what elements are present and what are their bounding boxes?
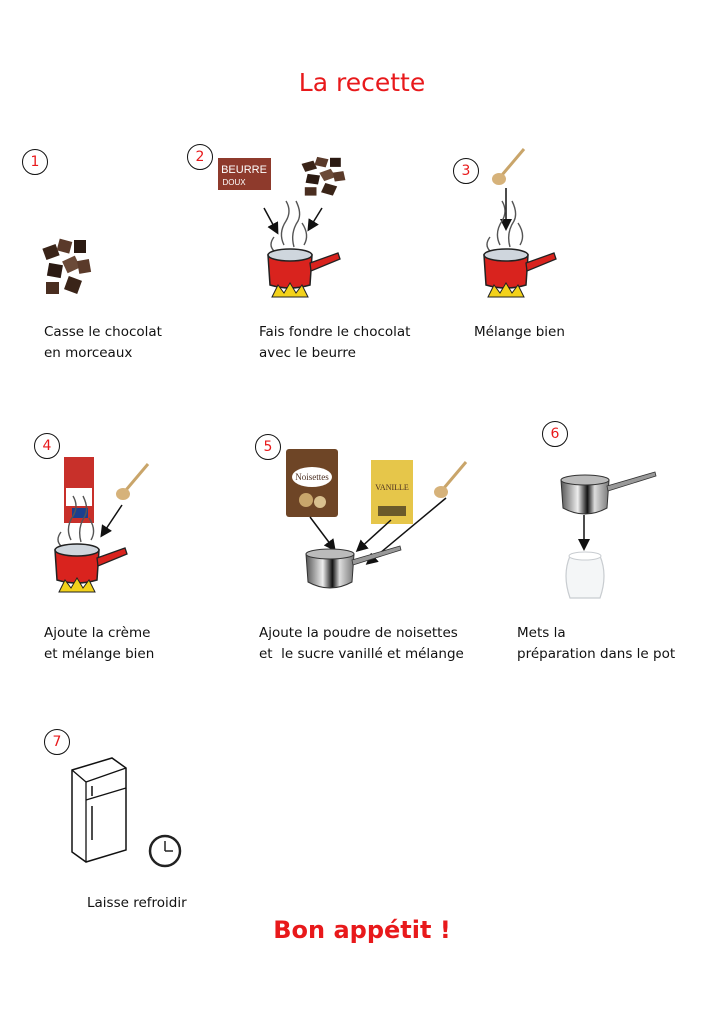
step-1-text: Casse le chocolat en morceaux	[44, 322, 162, 364]
step-text-line: Mets la	[517, 625, 566, 641]
step-text-line: avec le beurre	[259, 345, 356, 361]
cream-carton-image	[64, 457, 94, 523]
step-number-1: 1	[22, 149, 48, 175]
step-text-line: Ajoute la crème	[44, 625, 151, 641]
step-4-text: Ajoute la crème et mélange bien	[44, 623, 154, 665]
step-text-line: en morceaux	[44, 345, 133, 361]
butter-label: BEURRE	[221, 164, 267, 176]
step-number-6: 6	[542, 421, 568, 447]
fridge-image	[71, 757, 127, 863]
arrow	[307, 207, 323, 232]
hazelnut-powder-pack-image: Noisettes	[286, 449, 338, 517]
step-text-line: et le sucre vanillé et mélange	[259, 646, 464, 662]
step-text-line: et mélange bien	[44, 646, 155, 662]
step-text-line: Fais fondre le chocolat	[259, 324, 411, 340]
clock-icon	[148, 834, 182, 868]
step-text-line: Mélange bien	[474, 324, 565, 340]
butter-label-2: DOUX	[222, 178, 246, 187]
vanilla-label: VANILLE	[375, 483, 409, 492]
step-6-text: Mets la préparation dans le pot	[517, 623, 675, 665]
arrow	[355, 519, 392, 553]
steel-saucepan-image	[305, 545, 402, 589]
closing-message: Bon appétit !	[273, 916, 451, 944]
hazelnut-label: Noisettes	[295, 472, 329, 482]
wooden-spoon-image	[114, 462, 150, 502]
step-5-text: Ajoute la poudre de noisettes et le sucre…	[259, 623, 464, 665]
page-title: La recette	[298, 68, 426, 97]
wooden-spoon-image	[490, 147, 526, 187]
step-text-line: Ajoute la poudre de noisettes	[259, 625, 458, 641]
step-number-7: 7	[44, 729, 70, 755]
arrow	[263, 207, 279, 235]
chocolate-pieces-image	[301, 156, 346, 196]
step-number-3: 3	[453, 158, 479, 184]
step-number-5: 5	[255, 434, 281, 460]
butter-pack-image: BEURRE DOUX	[218, 158, 271, 190]
step-text-line: Laisse refroidir	[87, 895, 187, 911]
glass-jar-image	[565, 551, 605, 599]
arrow	[309, 516, 336, 552]
step-2-text: Fais fondre le chocolat avec le beurre	[259, 322, 410, 364]
arrow	[100, 504, 123, 538]
step-text-line: préparation dans le pot	[517, 646, 676, 662]
step-3-text: Mélange bien	[474, 322, 565, 343]
step-number-4: 4	[34, 433, 60, 459]
step-7-text: Laisse refroidir	[87, 893, 187, 914]
red-saucepan-on-fire-image	[267, 200, 341, 298]
wooden-spoon-image	[432, 460, 468, 500]
chocolate-pieces-image	[42, 238, 92, 294]
red-saucepan-on-fire-image	[483, 200, 557, 298]
vanilla-sugar-pack-image: VANILLE	[371, 460, 413, 524]
step-number-2: 2	[187, 144, 213, 170]
steel-saucepan-image	[560, 471, 657, 515]
step-text-line: Casse le chocolat	[44, 324, 162, 340]
